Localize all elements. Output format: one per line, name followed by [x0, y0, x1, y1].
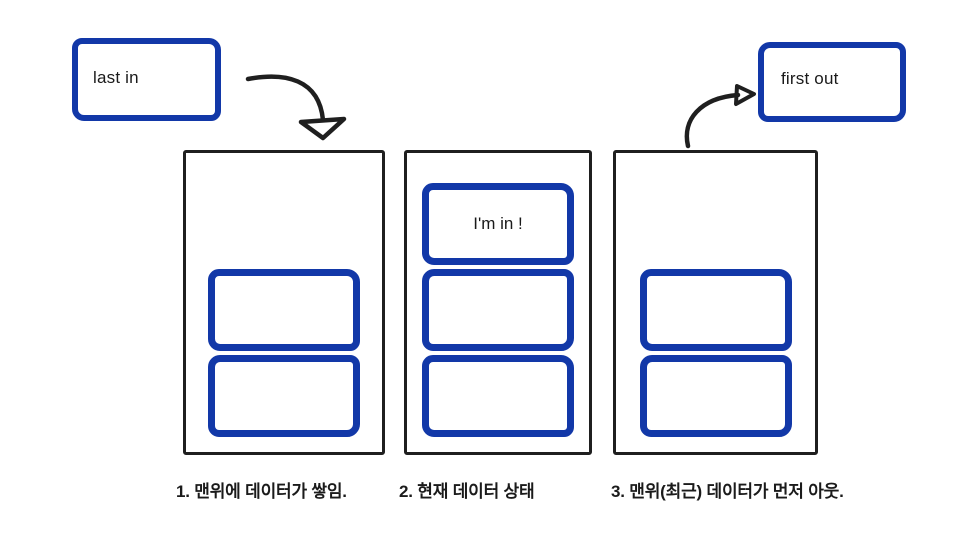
stack-item-label: I'm in !: [473, 214, 523, 233]
last-in-label: last in: [93, 68, 139, 87]
stack-item: [422, 355, 574, 437]
stack-frame-1: [183, 150, 385, 455]
stack-item: I'm in !: [422, 183, 574, 265]
curved-arrow-right-icon: [684, 84, 756, 149]
first-out-label: first out: [781, 69, 839, 88]
first-out-box: first out: [758, 42, 906, 122]
caption-step-3: 3. 맨위(최근) 데이터가 먼저 아웃.: [611, 482, 844, 501]
stack-item: [422, 269, 574, 351]
curved-arrow-down-icon: [245, 74, 347, 141]
stack-item: [639, 269, 792, 351]
caption-step-2: 2. 현재 데이터 상태: [399, 482, 535, 501]
last-in-box: last in: [72, 38, 221, 121]
stack-item: [208, 355, 360, 437]
caption-step-1: 1. 맨위에 데이터가 쌓임.: [176, 482, 347, 501]
stack-item: [208, 269, 360, 351]
stack-frame-2: I'm in !: [404, 150, 592, 455]
stack-item: [639, 355, 792, 437]
stack-frame-3: [613, 150, 818, 455]
